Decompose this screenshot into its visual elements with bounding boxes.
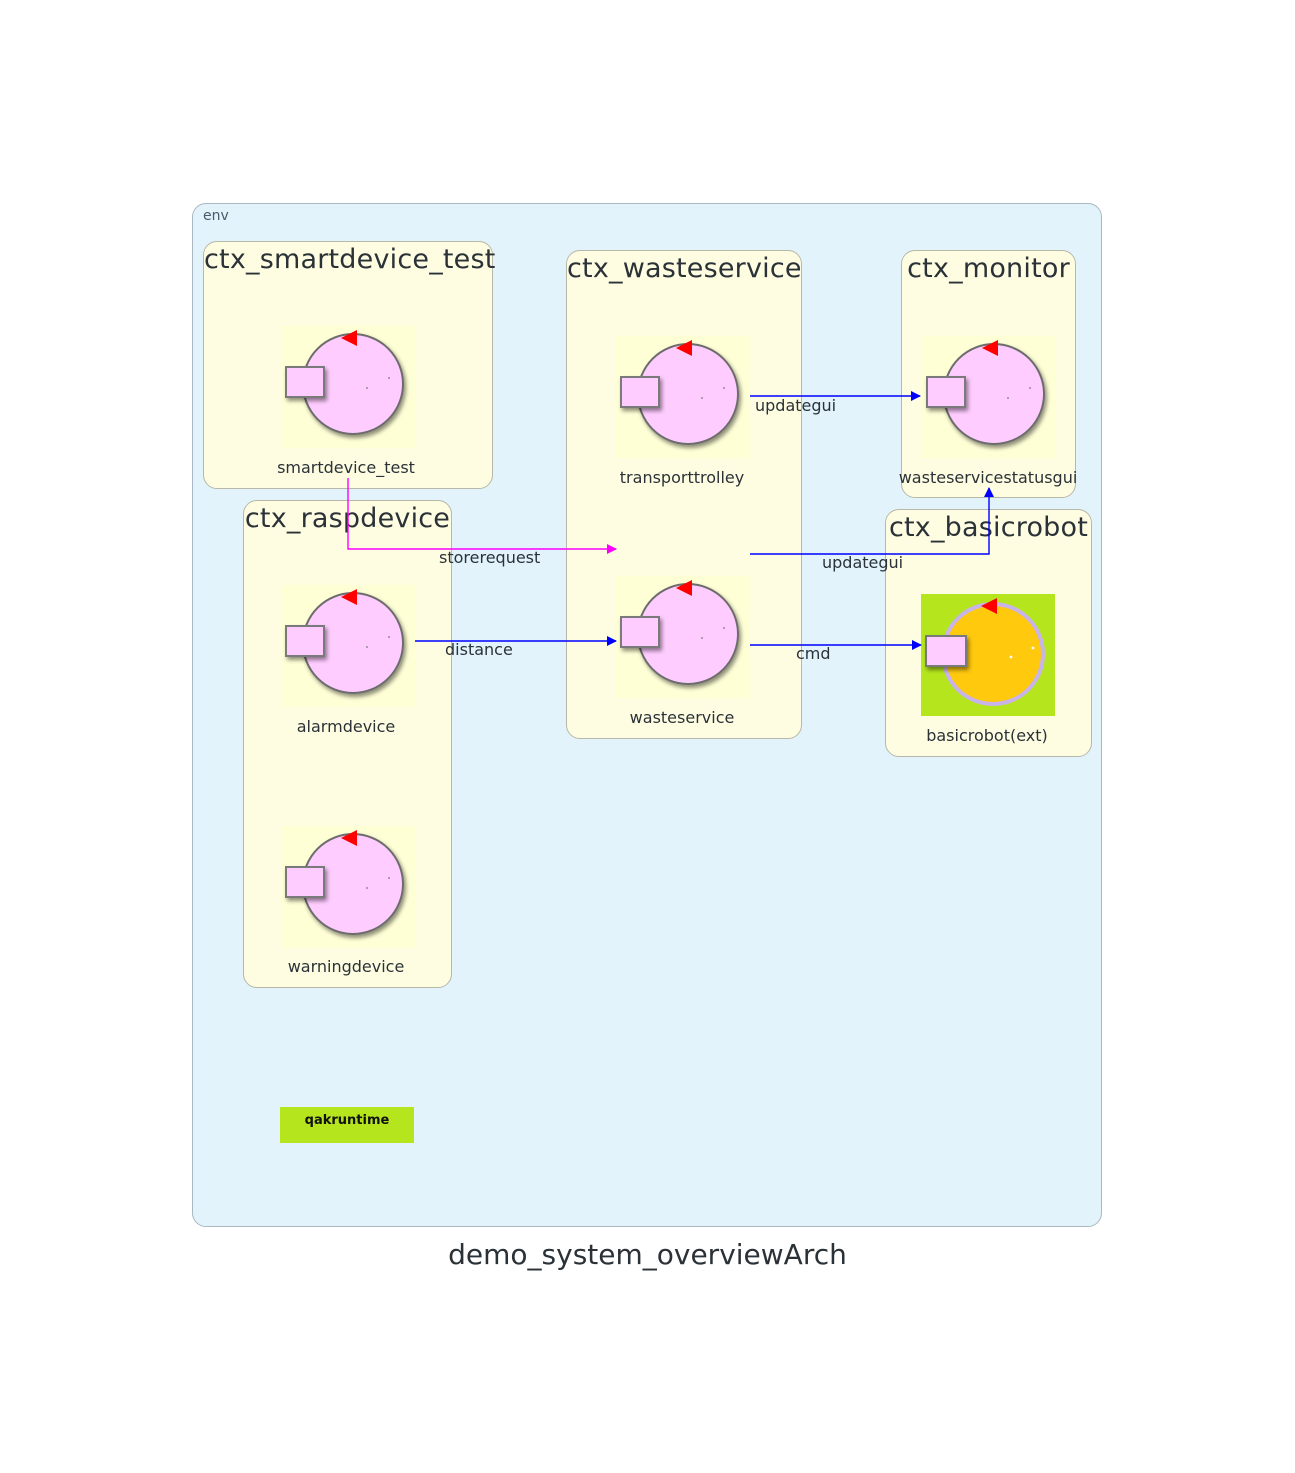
actor-label-warningdevice: warningdevice	[287, 957, 405, 976]
actor-icon	[922, 336, 1056, 458]
edge-label-updategui-1: updategui	[755, 396, 837, 415]
actor-label-smartdevice-test: smartdevice_test	[277, 458, 415, 477]
actor-wasteservicestatusgui	[922, 336, 1056, 458]
edge-label-cmd: cmd	[796, 644, 831, 663]
actor-label-alarmdevice: alarmdevice	[296, 717, 396, 736]
qakruntime-badge: qakruntime	[280, 1107, 414, 1143]
actor-warningdevice	[281, 826, 415, 948]
ctx-title: ctx_raspdevice	[244, 503, 451, 534]
ctx-title: ctx_wasteservice	[567, 253, 802, 284]
ctx-title: ctx_monitor	[907, 253, 1070, 284]
env-label: env	[203, 208, 229, 224]
actor-icon	[616, 336, 750, 458]
actor-transporttrolley	[616, 336, 750, 458]
actor-icon	[281, 826, 415, 948]
actor-basicrobot	[921, 594, 1055, 716]
qakruntime-label: qakruntime	[304, 1113, 390, 1128]
ctx-title: ctx_smartdevice_test	[204, 244, 496, 275]
edge-label-storerequest: storerequest	[439, 548, 541, 567]
ctx-title: ctx_basicrobot	[888, 512, 1089, 543]
actor-icon-external	[921, 594, 1055, 716]
edge-label-distance: distance	[445, 640, 513, 659]
diagram-title: demo_system_overviewArch	[448, 1238, 847, 1271]
edge-label-updategui-2: updategui	[822, 553, 904, 572]
actor-alarmdevice	[281, 585, 415, 707]
actor-label-basicrobot: basicrobot(ext)	[926, 726, 1048, 745]
actor-label-transporttrolley: transporttrolley	[619, 468, 745, 487]
actor-label-wasteservice: wasteservice	[629, 708, 735, 727]
actor-smartdevice-test	[281, 326, 415, 448]
actor-label-wasteservicestatusgui: wasteservicestatusgui	[898, 468, 1078, 487]
actor-icon	[281, 326, 415, 448]
actor-icon	[616, 576, 750, 698]
actor-icon	[281, 585, 415, 707]
actor-wasteservice	[616, 576, 750, 698]
